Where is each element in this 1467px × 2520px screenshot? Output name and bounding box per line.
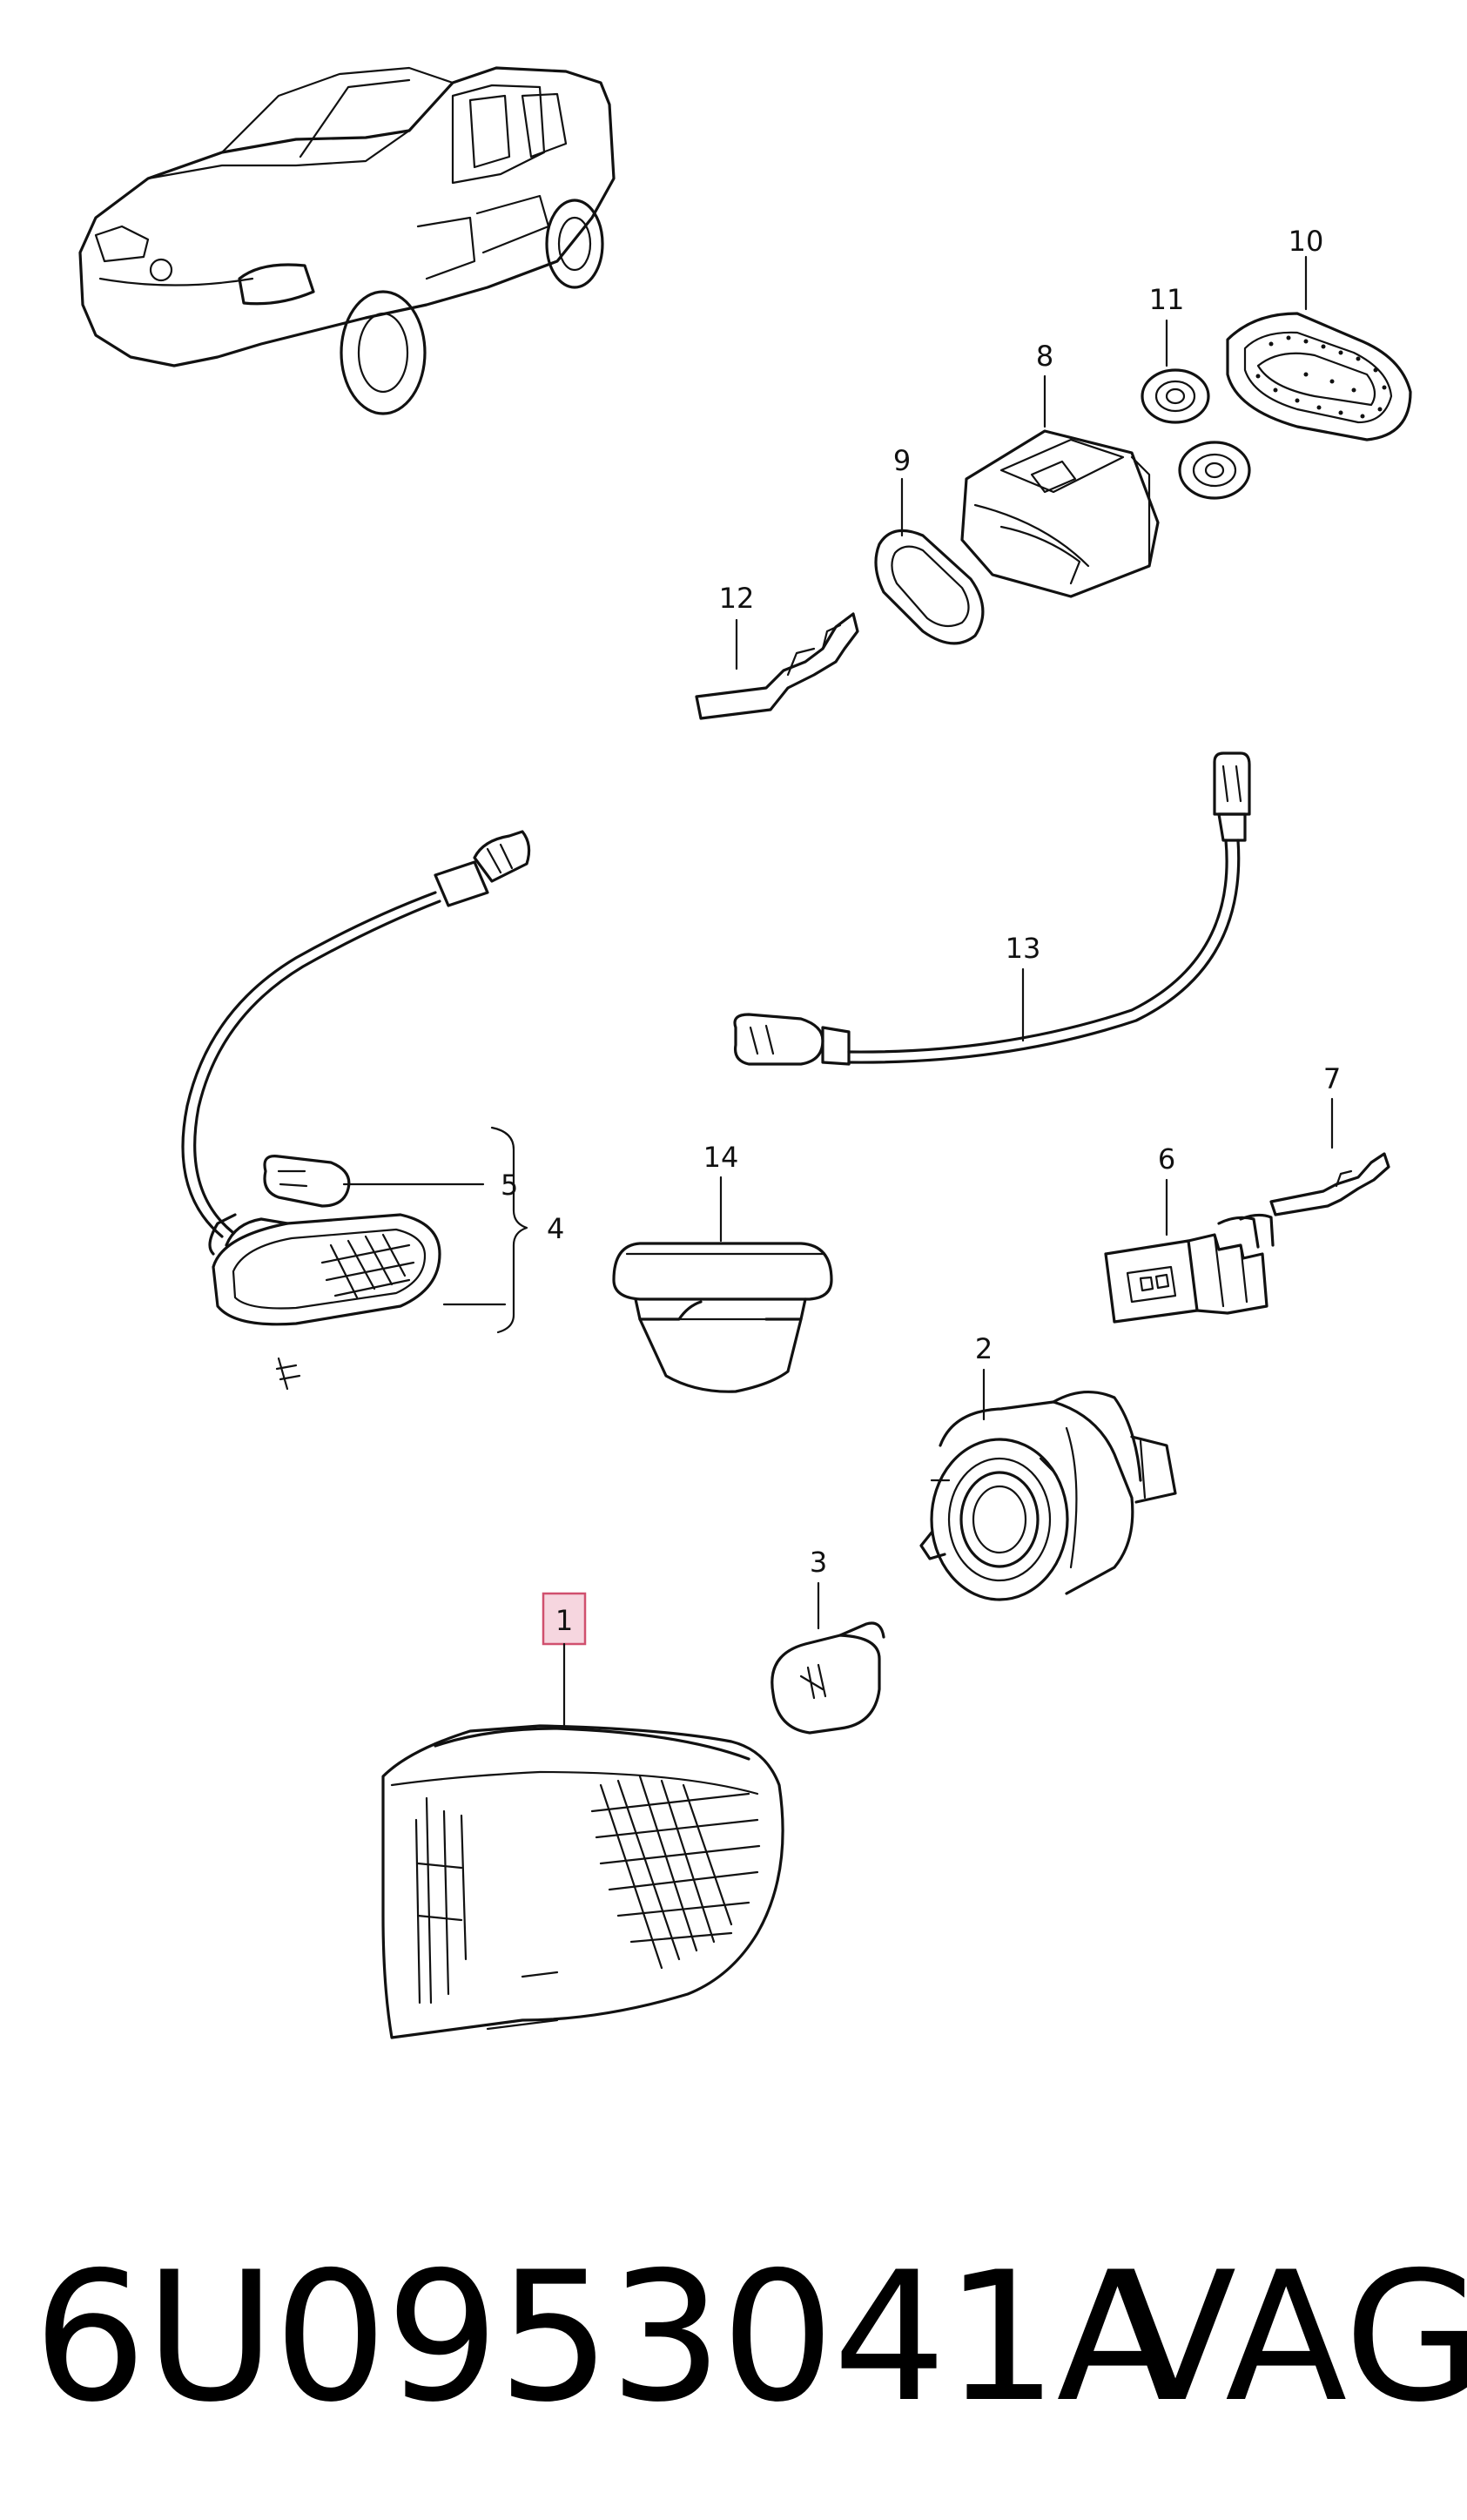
callout-12: 12 [719, 582, 755, 615]
cable-lead-part [733, 751, 1251, 1066]
callout-5: 5 [501, 1169, 518, 1202]
callout-7: 7 [1323, 1062, 1341, 1095]
callout-11: 11 [1149, 283, 1185, 316]
grommet-small-part [1141, 368, 1251, 500]
bulb-part [771, 1621, 885, 1735]
callout-8: 8 [1036, 340, 1053, 373]
grommet-large-part [1226, 312, 1412, 441]
connector-housing-part [960, 429, 1160, 598]
car-illustration [78, 66, 616, 415]
terminal-part [695, 612, 859, 720]
part-number-label: 6U0953041A [33, 2234, 1179, 2442]
callout-10: 10 [1289, 225, 1324, 258]
callout-6: 6 [1158, 1142, 1175, 1176]
seal-part [874, 529, 985, 645]
rubber-plug-part [612, 1242, 833, 1393]
callout-4: 4 [547, 1212, 564, 1245]
callout-9: 9 [893, 444, 911, 477]
brand-label: VAG [1114, 2234, 1467, 2442]
callout-14: 14 [703, 1141, 739, 1174]
callout-3: 3 [810, 1546, 827, 1579]
callout-2: 2 [975, 1332, 993, 1365]
small-terminal-part [1269, 1152, 1390, 1216]
side-marker-lamp-part [181, 830, 531, 1391]
callout-13: 13 [1006, 932, 1041, 965]
small-connector-part [1104, 1213, 1275, 1324]
bulb-holder-part [919, 1390, 1177, 1601]
footer: 6U0953041A VAG [0, 2194, 1467, 2482]
indicator-lens-part [381, 1724, 784, 2039]
parts-diagram: 10 11 8 9 12 [78, 66, 1412, 2039]
callout-1: 1 [555, 1604, 573, 1637]
